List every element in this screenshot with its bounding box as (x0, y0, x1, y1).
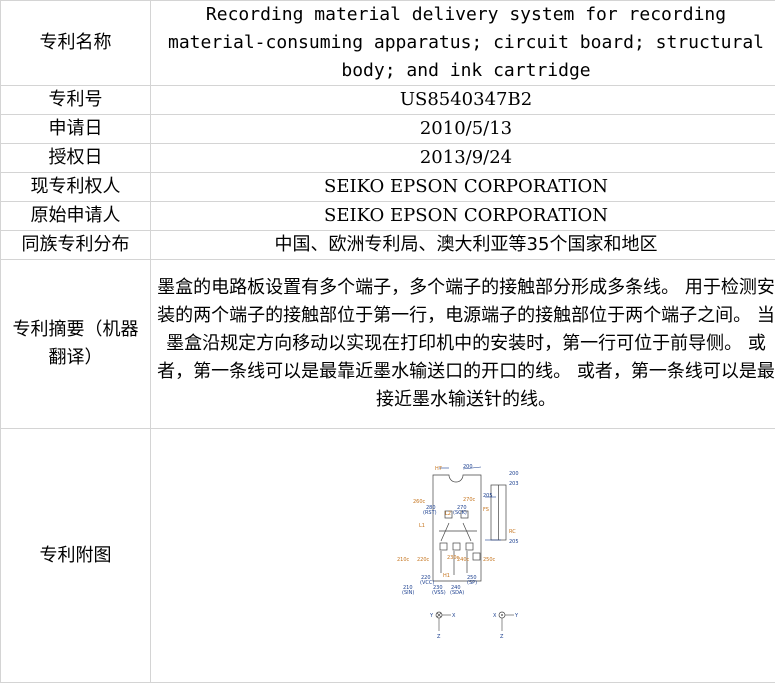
axis-indicator-right: X Y Z (493, 612, 519, 640)
patent-number-label: 专利号 (1, 86, 151, 115)
label-250c: 250c (483, 557, 496, 563)
row-grant-date: 授权日 2013/9/24 (1, 144, 775, 173)
label-200b: 200 (509, 471, 519, 477)
patent-number-value: US8540347B2 (151, 86, 775, 115)
row-abstract: 专利摘要（机器翻译） 墨盒的电路板设置有多个端子，多个端子的接触部分形成多条线。… (1, 260, 775, 429)
patent-drawing: H7 200 200 203 205 270c FS 260c 280 (RST… (391, 463, 541, 648)
row-application-date: 申请日 2010/5/13 (1, 115, 775, 144)
label-l1: L1 (419, 523, 425, 529)
label-260c: 260c (413, 499, 426, 505)
row-patent-number: 专利号 US8540347B2 (1, 86, 775, 115)
original-applicant-value: SEIKO EPSON CORPORATION (151, 202, 775, 231)
axis-left-x: X (452, 613, 456, 619)
family-distribution-value: 中国、欧洲专利局、澳大利亚等35个国家和地区 (151, 231, 775, 260)
label-sp: (SP) (467, 580, 477, 586)
label-sda: (SDA) (450, 590, 464, 596)
family-distribution-label: 同族专利分布 (1, 231, 151, 260)
row-family-distribution: 同族专利分布 中国、欧洲专利局、澳大利亚等35个国家和地区 (1, 231, 775, 260)
label-fs: FS (483, 507, 489, 513)
row-original-applicant: 原始申请人 SEIKO EPSON CORPORATION (1, 202, 775, 231)
row-patent-title: 专利名称 Recording material delivery system … (1, 1, 775, 86)
label-205b: 205 (509, 539, 519, 545)
axis-indicator-left: Y X Z (429, 612, 456, 640)
axis-right-x: X (493, 613, 497, 619)
grant-date-value: 2013/9/24 (151, 144, 775, 173)
axis-right-y: Y (514, 613, 519, 619)
label-200: 200 (463, 464, 473, 470)
label-sin: (SIN) (402, 590, 414, 596)
current-assignee-value: SEIKO EPSON CORPORATION (151, 173, 775, 202)
row-drawing: 专利附图 H7 200 (1, 429, 775, 683)
axis-left-y: Y (429, 613, 434, 619)
row-current-assignee: 现专利权人 SEIKO EPSON CORPORATION (1, 173, 775, 202)
label-220c: 220c (417, 557, 430, 563)
label-h1: H1 (443, 573, 450, 579)
current-assignee-label: 现专利权人 (1, 173, 151, 202)
abstract-label: 专利摘要（机器翻译） (1, 260, 151, 429)
abstract-text: 墨盒的电路板设置有多个端子，多个端子的接触部分形成多条线。 用于检测安装的两个端… (151, 260, 775, 429)
label-rst: (RST) (423, 510, 437, 516)
patent-title-value: Recording material delivery system for r… (151, 1, 775, 86)
label-240c: 240c (457, 557, 470, 563)
patent-title-label: 专利名称 (1, 1, 151, 86)
circuit-board-drawing (433, 475, 506, 581)
label-l2: L2 (445, 511, 451, 517)
application-date-value: 2010/5/13 (151, 115, 775, 144)
application-date-label: 申请日 (1, 115, 151, 144)
label-270c: 270c (463, 497, 476, 503)
axis-right-z: Z (500, 634, 504, 640)
axis-left-z: Z (437, 634, 441, 640)
label-203: 203 (509, 481, 519, 487)
drawing-label: 专利附图 (1, 429, 151, 683)
label-vss: (VSS) (432, 590, 446, 596)
label-h7: H7 (435, 466, 442, 472)
grant-date-label: 授权日 (1, 144, 151, 173)
drawing-cell: H7 200 200 203 205 270c FS 260c 280 (RST… (151, 429, 775, 683)
label-sck: (SCK) (453, 510, 467, 516)
label-rc: RC (509, 529, 516, 535)
original-applicant-label: 原始申请人 (1, 202, 151, 231)
label-205: 205 (483, 493, 493, 499)
label-210c: 210c (397, 557, 410, 563)
drawing-labels: H7 200 200 203 205 270c FS 260c 280 (RST… (397, 464, 519, 596)
